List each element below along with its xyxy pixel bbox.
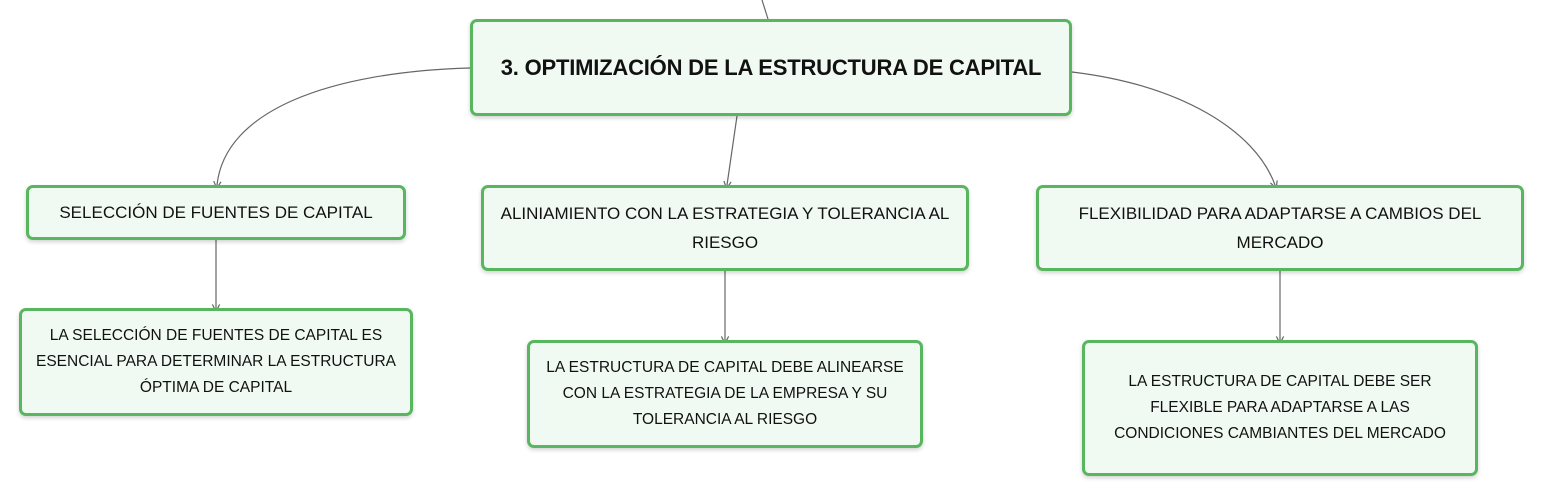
topic-node-label: ALINIAMIENTO CON LA ESTRATEGIA Y TOLERAN… [500, 204, 950, 252]
connector-root-to-topic-2 [727, 115, 738, 185]
topic-node-flexibilidad-mercado[interactable]: FLEXIBILIDAD PARA ADAPTARSE A CAMBIOS DE… [1036, 185, 1524, 271]
connector-parent-to-root [761, 0, 769, 20]
topic-node-label: FLEXIBILIDAD PARA ADAPTARSE A CAMBIOS DE… [1078, 204, 1482, 252]
connector-root-to-topic-3 [1071, 71, 1275, 185]
subtopic-node-alineamiento-estrategia[interactable]: LA ESTRUCTURA DE CAPITAL DEBE ALINEARSE … [527, 340, 923, 448]
connector-root-to-topic-1 [217, 67, 471, 185]
topic-node-alineamiento-estrategia[interactable]: ALINIAMIENTO CON LA ESTRATEGIA Y TOLERAN… [481, 185, 969, 271]
subtopic-node-label: LA SELECCIÓN DE FUENTES DE CAPITAL ES ES… [35, 327, 397, 396]
root-node[interactable]: 3. OPTIMIZACIÓN DE LA ESTRUCTURA DE CAPI… [470, 19, 1072, 116]
subtopic-node-label: LA ESTRUCTURA DE CAPITAL DEBE SER FLEXIB… [1114, 373, 1446, 442]
subtopic-node-flexibilidad-mercado[interactable]: LA ESTRUCTURA DE CAPITAL DEBE SER FLEXIB… [1082, 340, 1478, 476]
root-node-label: 3. OPTIMIZACIÓN DE LA ESTRUCTURA DE CAPI… [500, 54, 1042, 80]
subtopic-node-fuentes-capital[interactable]: LA SELECCIÓN DE FUENTES DE CAPITAL ES ES… [19, 308, 413, 416]
topic-node-label: SELECCIÓN DE FUENTES DE CAPITAL [59, 203, 373, 222]
topic-node-fuentes-capital[interactable]: SELECCIÓN DE FUENTES DE CAPITAL [26, 185, 406, 240]
subtopic-node-label: LA ESTRUCTURA DE CAPITAL DEBE ALINEARSE … [546, 359, 904, 428]
